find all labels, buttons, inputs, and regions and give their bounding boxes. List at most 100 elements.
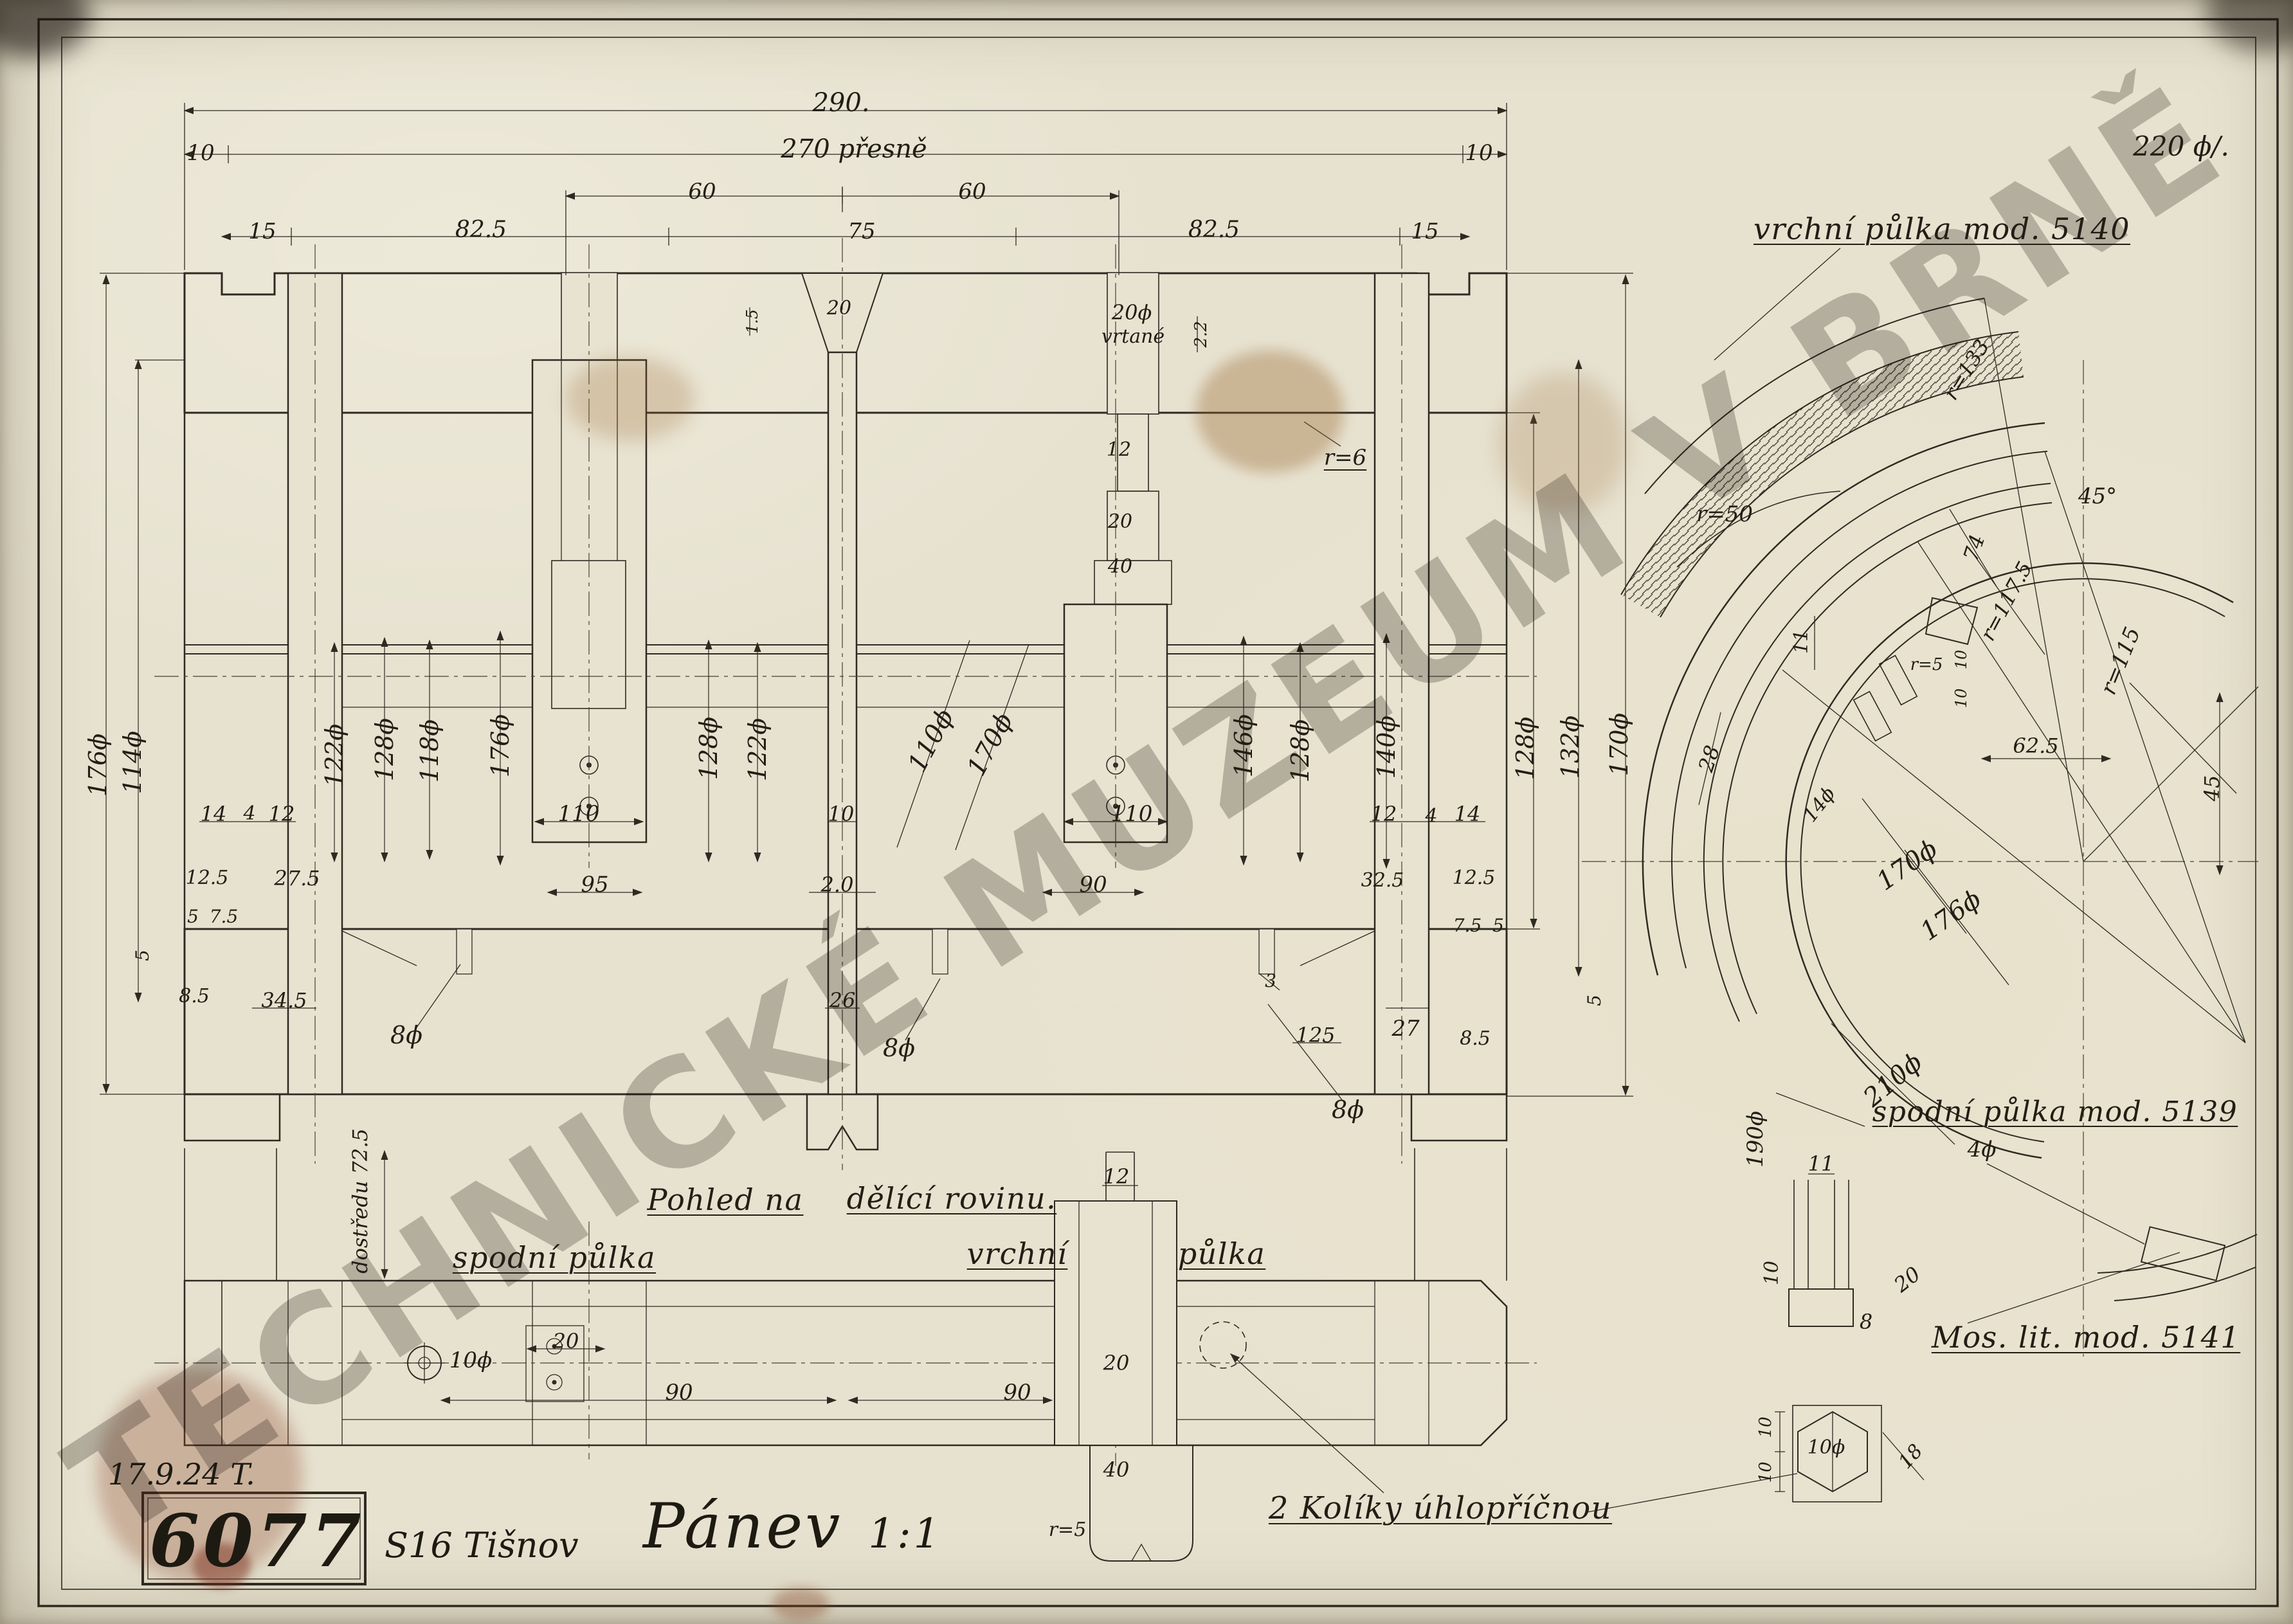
dimension-label: 10 — [1952, 649, 1970, 670]
dimension-label: 45° — [2078, 483, 2117, 509]
dimension-label: 82.5 — [1188, 217, 1240, 243]
title-block-date: 17.9.24 T. — [108, 1457, 255, 1492]
dimension-label: 128ϕ — [694, 716, 723, 780]
dimension-label: r=5 — [1048, 1519, 1087, 1541]
dimension-label: 7.5 — [1453, 915, 1482, 936]
dimension-label: 27 — [1391, 1016, 1420, 1042]
dimension-label: 5 — [1492, 915, 1504, 936]
note-label: 2 Kolíky úhlopříčnou — [1268, 1490, 1613, 1526]
title-block-frame — [141, 1492, 367, 1585]
dimension-label: 2.2 — [1192, 321, 1211, 348]
dimension-label: 8.5 — [1460, 1027, 1491, 1050]
dimension-label: 82.5 — [455, 217, 507, 243]
dimension-label: 10ϕ — [449, 1348, 493, 1373]
dimension-label: 122ϕ — [743, 717, 772, 782]
dimension-label: r=50 — [1696, 501, 1754, 527]
dimension-label: 10 — [1761, 1260, 1783, 1286]
dimension-label: 20 — [826, 297, 852, 320]
dimension-label: 270 přesně — [781, 134, 927, 164]
dimension-label: 10 — [1756, 1461, 1775, 1483]
dimension-label: 128ϕ — [1511, 716, 1539, 780]
dimension-label: 20 — [1107, 510, 1133, 533]
dimension-label: 90 — [1003, 1380, 1031, 1405]
dimension-label: 122ϕ — [320, 723, 349, 788]
dimension-label: 90 — [1079, 872, 1107, 898]
dimension-label: 125 — [1296, 1023, 1336, 1047]
dimension-label: 5 — [1584, 995, 1605, 1006]
dimension-label: 12 — [1370, 802, 1397, 826]
dimension-label: 12.5 — [185, 867, 229, 889]
dimension-label: 32.5 — [1361, 869, 1404, 892]
dimension-label: 11 — [1808, 1151, 1835, 1176]
dimension-label: 8ϕ — [1331, 1096, 1364, 1124]
dimension-label: 20 — [1103, 1351, 1130, 1375]
circular-end-view — [1582, 248, 2259, 1357]
dimension-label: 114ϕ — [118, 730, 147, 795]
dimension-label: 146ϕ — [1229, 714, 1258, 778]
dimension-label: 132ϕ — [1556, 715, 1584, 779]
dimension-label: 11 — [1790, 629, 1813, 654]
dimension-label: dostředu 72.5 — [348, 1128, 372, 1274]
dimension-label: 10 — [1465, 140, 1493, 166]
dimension-label: 10ϕ — [1807, 1436, 1845, 1459]
dimension-label: 2.0 — [820, 872, 854, 897]
part-name-text: Pánev — [643, 1490, 843, 1562]
main-dimensions — [100, 103, 1633, 1101]
dimension-label: 14 — [1454, 802, 1481, 826]
dimension-label: 128ϕ — [1286, 719, 1314, 783]
dimension-label: 34.5 — [261, 988, 307, 1013]
part-name: Pánev 1:1 — [643, 1490, 942, 1562]
dimension-label: 40 — [1107, 555, 1133, 578]
dimension-label: 10 — [1756, 1416, 1775, 1438]
note-label: Pohled na — [647, 1182, 804, 1217]
dimension-label: 20 — [552, 1329, 579, 1353]
dimension-label: 176ϕ — [84, 733, 112, 797]
dimension-label: 4 — [243, 802, 256, 825]
dimension-label: 7.5 — [209, 906, 239, 927]
dimension-label: 220 ϕ/. — [2133, 131, 2229, 162]
dimension-label: 290. — [812, 88, 870, 118]
dimension-label: 40 — [1103, 1457, 1130, 1482]
dimension-label: 5 — [187, 906, 199, 927]
dimension-label: 10 — [828, 802, 855, 826]
dimension-label: 90 — [665, 1380, 693, 1405]
dimension-label: 3 — [1265, 970, 1276, 991]
note-label: spodní půlka — [452, 1240, 657, 1275]
note-label: spodní půlka mod. 5139 — [1872, 1096, 2238, 1128]
dimension-label: 8ϕ — [882, 1034, 916, 1062]
note-label: vrchní — [966, 1236, 1068, 1271]
dimension-label: r=6 — [1323, 445, 1367, 471]
dimension-label: 118ϕ — [415, 719, 444, 783]
dimension-label: 12 — [1103, 1164, 1130, 1189]
shell-thickness-detail — [1788, 1173, 1854, 1327]
dimension-label: 10 — [186, 140, 215, 166]
dimension-label: 8 — [1859, 1310, 1873, 1334]
dimension-label: 110 — [557, 801, 600, 827]
drawing-scale: 1:1 — [868, 1510, 943, 1558]
dimension-label: 26 — [829, 988, 856, 1013]
note-label: dělící rovinu. — [846, 1181, 1057, 1216]
dimension-label: 4 — [1425, 805, 1438, 827]
note-label: Mos. lit. mod. 5141 — [1931, 1320, 2241, 1355]
dimension-label: 8ϕ — [390, 1021, 423, 1049]
border-frame — [37, 18, 2279, 1607]
dimension-label: 45 — [2200, 775, 2224, 802]
pin-hex-detail — [1775, 1405, 1925, 1502]
dimension-label: 8.5 — [179, 985, 210, 1007]
note-label: vrchní půlka mod. 5140 — [1753, 212, 2131, 246]
main-section-view — [154, 238, 1537, 1466]
dimension-label: 75 — [847, 219, 876, 244]
dimension-label: 176ϕ — [486, 714, 514, 778]
dimension-label: 14 — [200, 802, 227, 826]
dimension-label: 128ϕ — [370, 717, 399, 782]
dimension-label: vrtané — [1101, 325, 1165, 348]
note-label: půlka — [1177, 1236, 1266, 1271]
dimension-label: 1.5 — [743, 309, 761, 334]
dimension-label: 20ϕ — [1111, 300, 1152, 325]
dimension-label: 4ϕ — [1967, 1137, 1997, 1162]
dimension-label: 95 — [581, 872, 609, 898]
dimension-label: 27.5 — [274, 866, 320, 890]
parting-plane-view — [154, 1148, 1798, 1562]
